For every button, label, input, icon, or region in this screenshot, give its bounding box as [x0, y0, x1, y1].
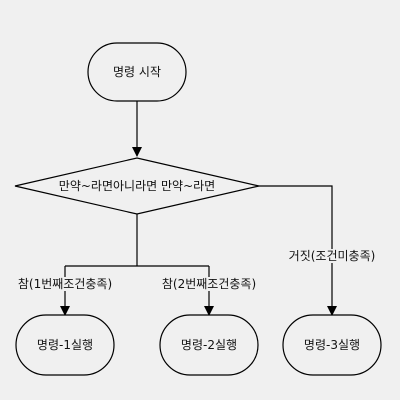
decision-label: 만약~라면아니라면 만약~라면	[58, 179, 216, 193]
connector-false-branch	[259, 185, 337, 316]
action-3-label: 명령-3실행	[303, 338, 361, 352]
action-node-2	[159, 314, 259, 376]
branch-3-condition-label: 거짓(조건미충족)	[286, 249, 378, 263]
action-2-label: 명령-2실행	[180, 338, 238, 352]
action-node-3	[282, 314, 382, 376]
action-1-label: 명령-1실행	[36, 338, 94, 352]
action-node-1	[15, 314, 115, 376]
branch-2-condition-label: 참(2번째조건충족)	[159, 277, 259, 291]
branch-1-condition-label: 참(1번째조건충족)	[15, 277, 115, 291]
start-label: 명령 시작	[113, 65, 161, 79]
